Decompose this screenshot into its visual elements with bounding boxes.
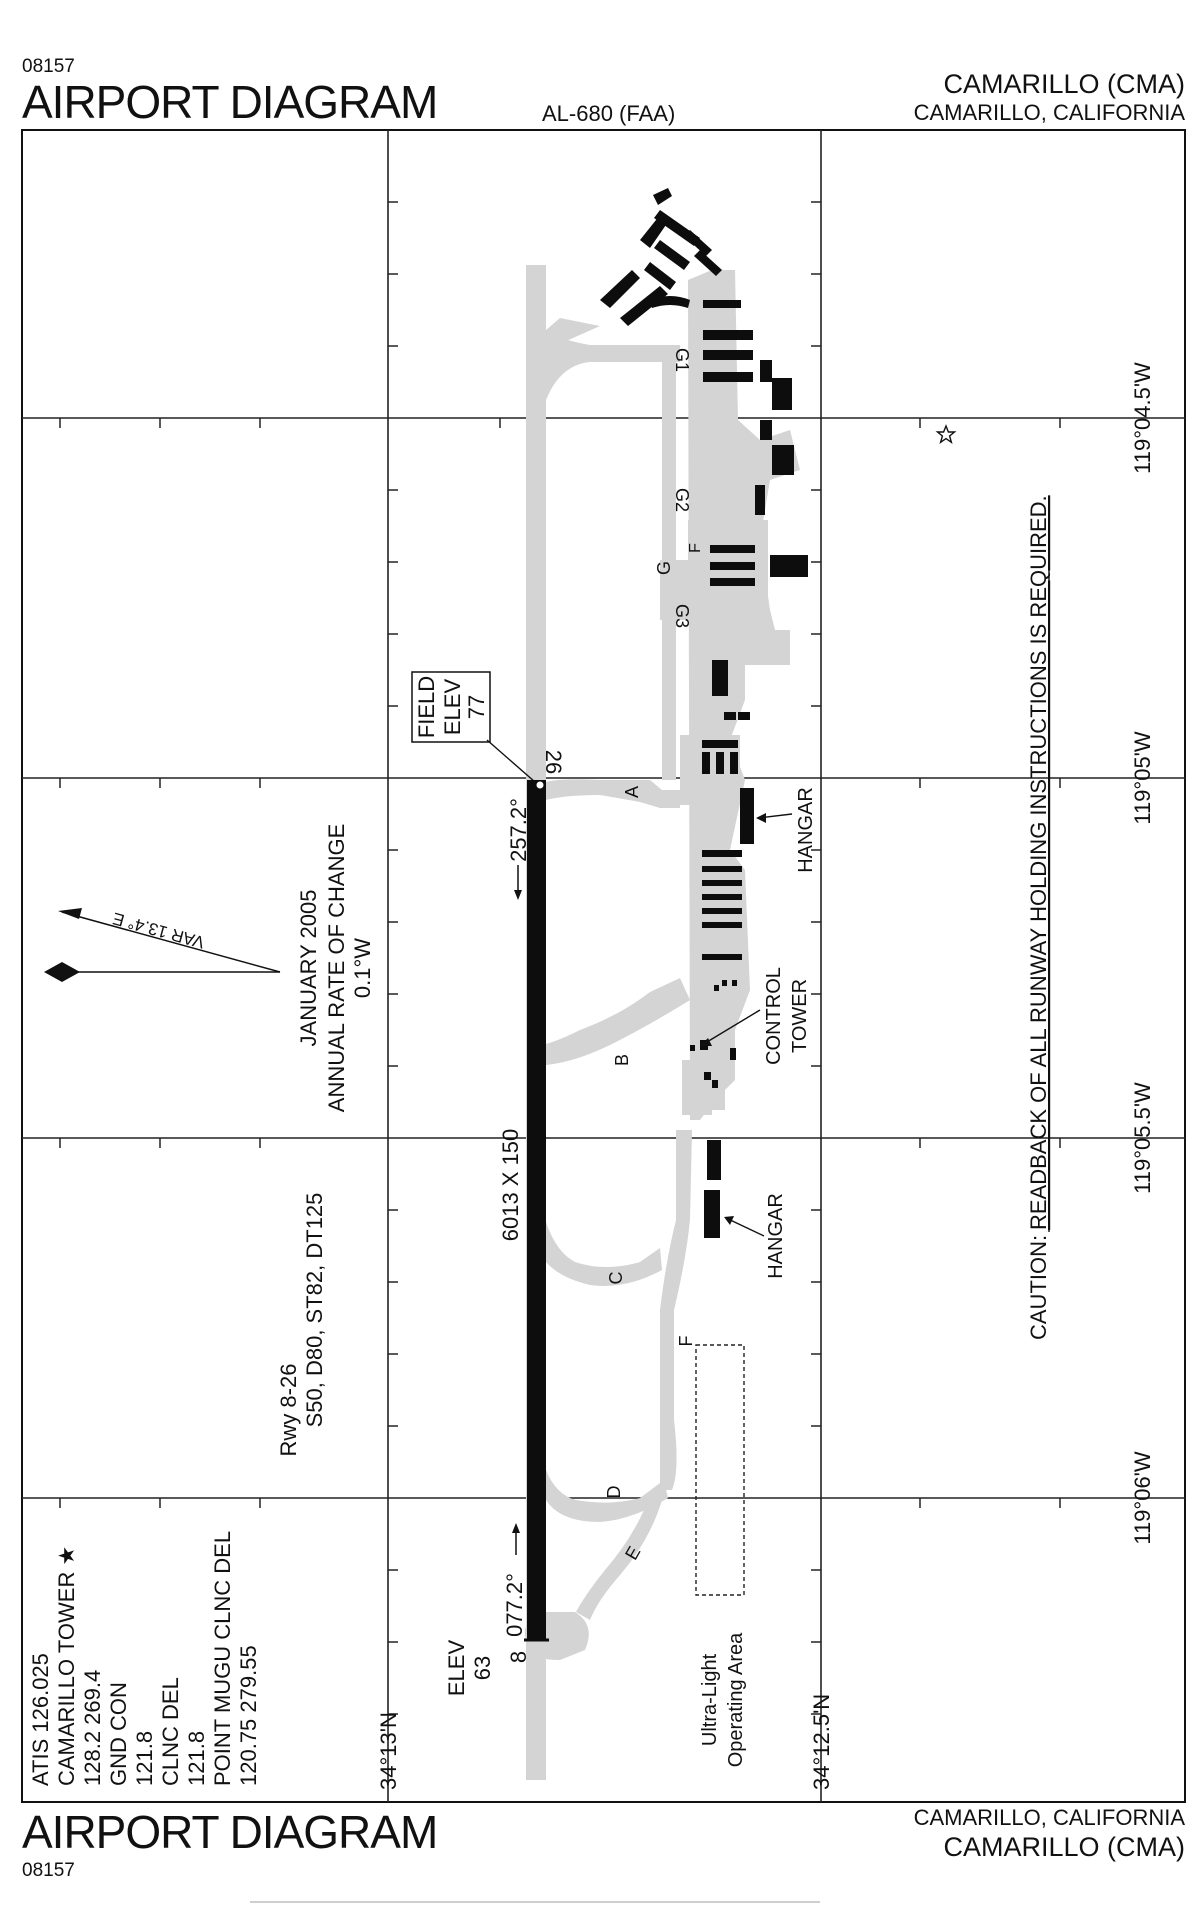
runway-8-elev-value: 63 xyxy=(470,1656,495,1680)
taxiway-a-label: A xyxy=(622,786,642,798)
runway-heading-8: 077.2° xyxy=(502,1573,527,1637)
hangar-label-north: HANGAR xyxy=(795,787,817,873)
taxiway-g3-label: G3 xyxy=(672,604,692,628)
lon-label-1: 119°04.5'W xyxy=(1130,362,1155,474)
magnetic-north-arrow xyxy=(61,911,281,973)
runway-name: Rwy 8-26 xyxy=(276,1364,301,1457)
caution-prefix: CAUTION: xyxy=(1026,1235,1051,1340)
diagram-frame xyxy=(21,129,1186,1803)
hangar-label-south: HANGAR xyxy=(765,1193,787,1279)
control-tower-leader-head xyxy=(700,1038,712,1046)
freq-mugu: 120.75 279.55 xyxy=(236,1645,261,1786)
variation-label: VAR 13.4° E xyxy=(111,909,207,952)
magnetic-north-arrow-head xyxy=(58,908,82,919)
runway-end-8: 8 xyxy=(506,1651,531,1663)
city-state-top: CAMARILLO, CALIFORNIA xyxy=(914,100,1186,125)
freq-gnd-label: GND CON xyxy=(106,1682,131,1786)
control-tower-label-1: CONTROL xyxy=(763,967,785,1065)
true-north-arrow-head xyxy=(44,962,80,982)
freq-mugu-label: POINT MUGU CLNC DEL xyxy=(210,1531,235,1786)
taxiway-b-label: B xyxy=(612,1054,632,1066)
runway-8-elev-label: ELEV xyxy=(444,1640,469,1697)
procedure-id: AL-680 (FAA) xyxy=(542,101,675,126)
ultralight-label-2: Operating Area xyxy=(725,1632,747,1767)
taxiway-g1-label: G1 xyxy=(672,348,692,372)
field-elev-label1: FIELD xyxy=(414,676,439,738)
lon-label-3: 119°05.5'W xyxy=(1130,1082,1155,1194)
lat-label-right: 34°12.5'N xyxy=(809,1694,834,1790)
airport-name-bottom: CAMARILLO (CMA) xyxy=(943,1832,1185,1862)
caution-text: READBACK OF ALL RUNWAY HOLDING INSTRUCTI… xyxy=(1026,495,1051,1230)
chart-title-top: AIRPORT DIAGRAM xyxy=(22,76,437,128)
freq-tower: 128.2 269.4 xyxy=(80,1670,105,1786)
freq-atis: ATIS 126.025 xyxy=(28,1653,53,1786)
field-elev-value: 77 xyxy=(464,695,489,719)
lon-label-2: 119°05'W xyxy=(1130,731,1155,825)
city-state-bottom: CAMARILLO, CALIFORNIA xyxy=(914,1805,1186,1830)
runway-dimensions: 6013 X 150 xyxy=(498,1129,523,1242)
ultralight-label-1: Ultra-Light xyxy=(699,1653,721,1746)
freq-clnc-label: CLNC DEL xyxy=(158,1677,183,1786)
runway-end-26: 26 xyxy=(541,750,566,774)
beacon-icon xyxy=(935,424,957,444)
variation-rate-value: 0.1°W xyxy=(350,938,375,998)
airport-name-top: CAMARILLO (CMA) xyxy=(943,69,1185,99)
variation-rate-label: ANNUAL RATE OF CHANGE xyxy=(324,824,349,1112)
taxiway-g-label: G xyxy=(654,561,674,575)
heading-arrow-26-head xyxy=(514,890,522,900)
hangar-north-leader-head xyxy=(756,813,766,823)
field-elev-box xyxy=(411,671,491,743)
runway-strength: S50, D80, ST82, DT125 xyxy=(302,1193,327,1428)
runway-8-26 xyxy=(527,780,546,1640)
control-tower-leader xyxy=(701,1009,761,1046)
taxiway-f-label-south: F xyxy=(676,1336,696,1347)
grid-ticks xyxy=(59,201,1061,1715)
runway-26-threshold-dot xyxy=(536,781,544,789)
chart-code-bottom: 08157 xyxy=(22,1860,75,1881)
buildings xyxy=(600,188,808,1238)
lon-label-4: 119°06'W xyxy=(1130,1451,1155,1545)
hangar-south-leader-head xyxy=(724,1216,734,1225)
freq-clnc: 121.8 xyxy=(184,1731,209,1786)
runway-heading-26: 257.2° xyxy=(506,798,531,862)
taxiway-g2-label: G2 xyxy=(672,488,692,512)
control-tower-label-2: TOWER xyxy=(789,979,811,1053)
chart-title-bottom: AIRPORT DIAGRAM xyxy=(22,1806,437,1858)
field-elev-leader xyxy=(486,739,536,783)
lat-label-left: 34°13'N xyxy=(376,1712,401,1790)
freq-gnd: 121.8 xyxy=(132,1731,157,1786)
ultralight-area xyxy=(695,1344,745,1596)
heading-arrow-8-head xyxy=(512,1523,520,1533)
chart-code-top: 08157 xyxy=(22,56,75,77)
hangar-south-leader xyxy=(725,1217,765,1237)
taxiway-c-label: C xyxy=(606,1272,626,1285)
variation-date: JANUARY 2005 xyxy=(296,890,321,1047)
freq-tower-label: CAMARILLO TOWER ★ xyxy=(54,1546,79,1786)
taxiway-f-label-north: F xyxy=(687,543,704,553)
field-elev-label2: ELEV xyxy=(440,679,465,736)
taxiway-d-label: D xyxy=(604,1486,624,1499)
grid-lines xyxy=(22,130,1185,1802)
